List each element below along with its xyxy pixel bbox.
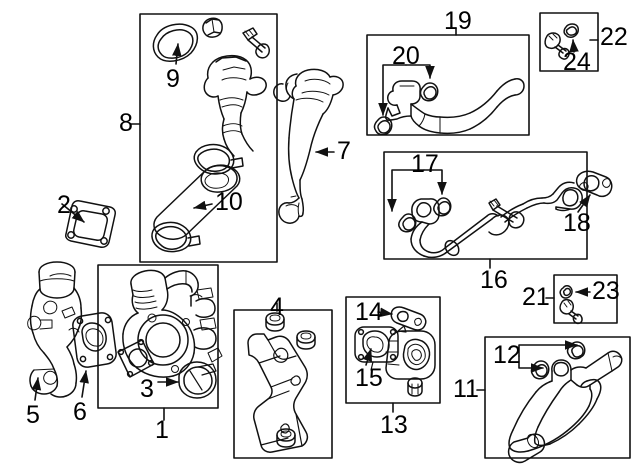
part-4-heat-shield [247,312,316,453]
part-9-seal-ring [152,23,199,62]
leader-17 [387,169,447,212]
callout-12: 12 [493,341,521,369]
part-bolt-hose [242,27,270,59]
part-5-air-inlet-duct [27,261,83,398]
callout-20: 20 [392,42,420,70]
leader-5 [31,377,42,401]
callout-3: 3 [140,375,154,403]
part-11-oil-cooler-line [507,341,623,464]
callout-2: 2 [57,191,71,219]
callout-23: 23 [592,277,620,305]
leader-20 [378,64,435,116]
callout-7: 7 [337,137,351,165]
group-box-21 [553,274,618,324]
part-19-coolant-hose [373,78,525,136]
leader-15 [362,348,373,366]
callout-10: 10 [215,188,243,216]
callout-18: 18 [563,209,591,237]
heat-shield-nut-bottom [276,428,296,448]
callout-21: 21 [522,283,550,311]
part-clamp-nut-top [202,17,223,38]
heat-shield-nut-right [296,330,316,350]
part-22-bolt-kit [544,23,579,60]
part-21-bolt-kit [559,285,583,325]
leader-10 [193,200,213,211]
callout-16: 16 [480,266,508,294]
callout-11: 11 [453,375,479,403]
leader-2 [61,203,85,223]
group-box-22 [539,12,599,72]
callout-9: 9 [166,65,180,93]
callout-17: 17 [411,150,439,178]
callout-5: 5 [26,401,40,429]
leader-24 [569,39,579,53]
part-10-sleeve [153,164,241,240]
part-7-inlet-pipe [273,68,344,224]
callout-13: 13 [380,411,408,439]
part-6-gasket [72,312,117,368]
heat-shield-nut-top [265,312,285,332]
part-2-gasket [65,200,116,248]
part-8-outlet-hose [203,54,267,157]
callout-4: 4 [270,293,284,321]
leader-9 [172,43,182,65]
callout-15: 15 [355,364,383,392]
leader-14 [377,307,393,318]
callout-8: 8 [119,109,133,137]
callout-19: 19 [444,7,472,35]
leader-18 [577,194,591,213]
group-box-4 [233,309,333,459]
callout-22: 22 [600,23,628,51]
callout-1: 1 [155,416,169,444]
callout-6: 6 [73,398,87,426]
part-hose-clamp-lower [151,221,201,253]
part-16-oil-feed-pipe [398,170,613,259]
callout-14: 14 [355,298,383,326]
leader-12 [518,340,578,373]
leader-6 [79,370,89,398]
part-13-oil-adapter [354,306,436,397]
part-1-turbocharger [117,269,223,399]
callout-24: 24 [563,48,591,76]
